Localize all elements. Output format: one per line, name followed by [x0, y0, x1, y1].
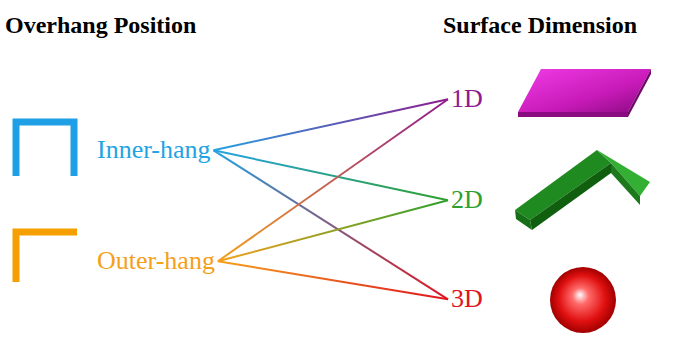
- inner-hang-icon: [16, 122, 74, 176]
- dimension-label: 1D: [449, 85, 485, 114]
- position-label: Outer-hang: [95, 247, 217, 276]
- connector-line: [214, 150, 448, 200]
- node-text: 3D: [451, 284, 483, 313]
- column-heading: Overhang Position: [5, 12, 196, 39]
- dimension-label: 3D: [449, 285, 485, 314]
- column-heading: Surface Dimension: [443, 12, 637, 39]
- outer-hang-icon: [16, 232, 77, 282]
- folded-plate-icon: [515, 150, 650, 230]
- position-label: Inner-hang: [95, 136, 213, 165]
- connector-line: [214, 150, 448, 299]
- node-text: Inner-hang: [97, 135, 211, 164]
- connector-line: [218, 261, 448, 299]
- sphere-icon: [550, 267, 616, 333]
- flat-plate-icon: [518, 69, 651, 117]
- node-text: 1D: [451, 84, 483, 113]
- connector-line: [218, 99, 448, 261]
- node-text: 2D: [451, 185, 483, 214]
- connector-line: [218, 200, 448, 261]
- node-text: Outer-hang: [97, 246, 215, 275]
- dimension-label: 2D: [449, 186, 485, 215]
